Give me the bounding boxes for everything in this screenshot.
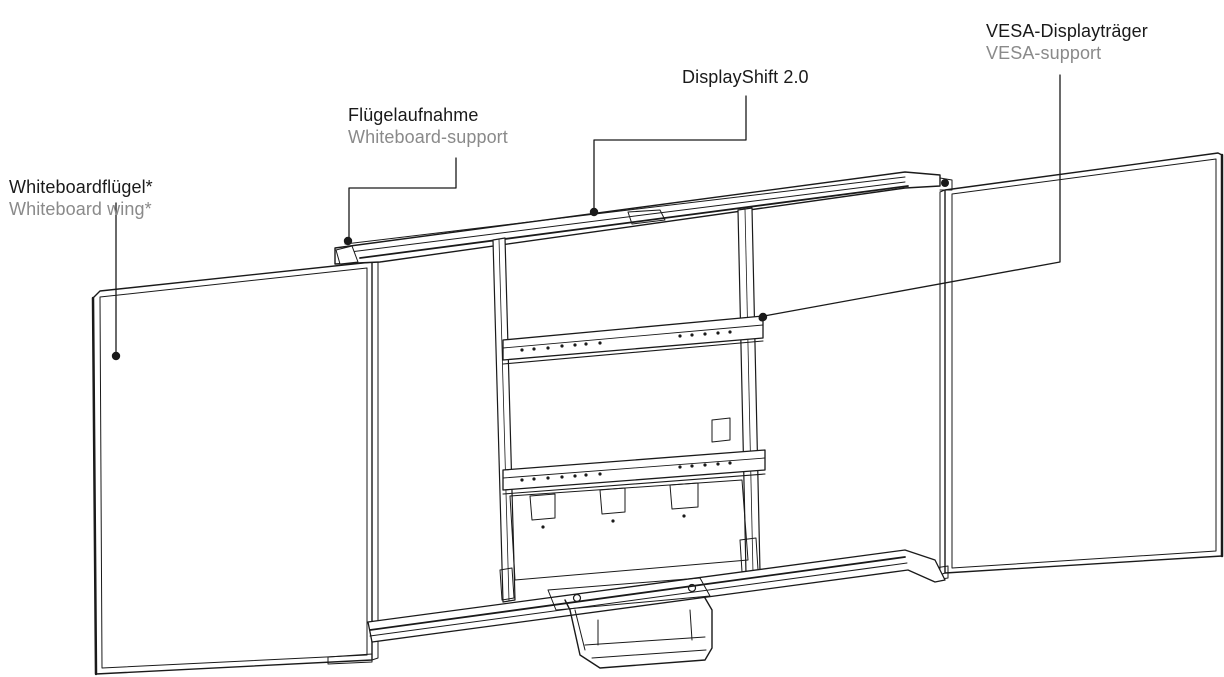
bar-holes [520,330,732,529]
wing-support-label-en: Whiteboard-support [348,127,508,147]
vesa-label-de: VESA-Displayträger [986,21,1148,41]
displayshift-dot [589,207,599,217]
vesa-dot [758,312,768,322]
displayshift-label-de: DisplayShift 2.0 [682,67,809,87]
left-whiteboard-wing [91,259,379,676]
callout-leaders [115,74,1061,357]
displayshift-leader [593,95,747,213]
right-whiteboard-wing [934,152,1224,581]
callout-dots [111,207,768,361]
wing-support-callout: Flügelaufnahme Whiteboard-support [348,104,508,148]
wing-support-label-de: Flügelaufnahme [348,105,479,125]
wing-label-en: Whiteboard wing* [9,199,152,219]
wing-callout: Whiteboardflügel* Whiteboard wing* [9,176,153,220]
wing-support-dot [343,236,353,246]
wing-label-de: Whiteboardflügel* [9,177,153,197]
vesa-label-en: VESA-support [986,43,1102,63]
bottom-rail [367,549,946,643]
wing-dot [111,351,121,361]
center-foot [564,583,713,669]
vesa-callout: VESA-Displayträger VESA-support [986,20,1148,64]
center-frame [492,207,766,603]
wing-support-leader [348,157,457,241]
vesa-leader [763,74,1061,317]
displayshift-callout: DisplayShift 2.0 [682,66,809,88]
top-rail [334,171,953,265]
